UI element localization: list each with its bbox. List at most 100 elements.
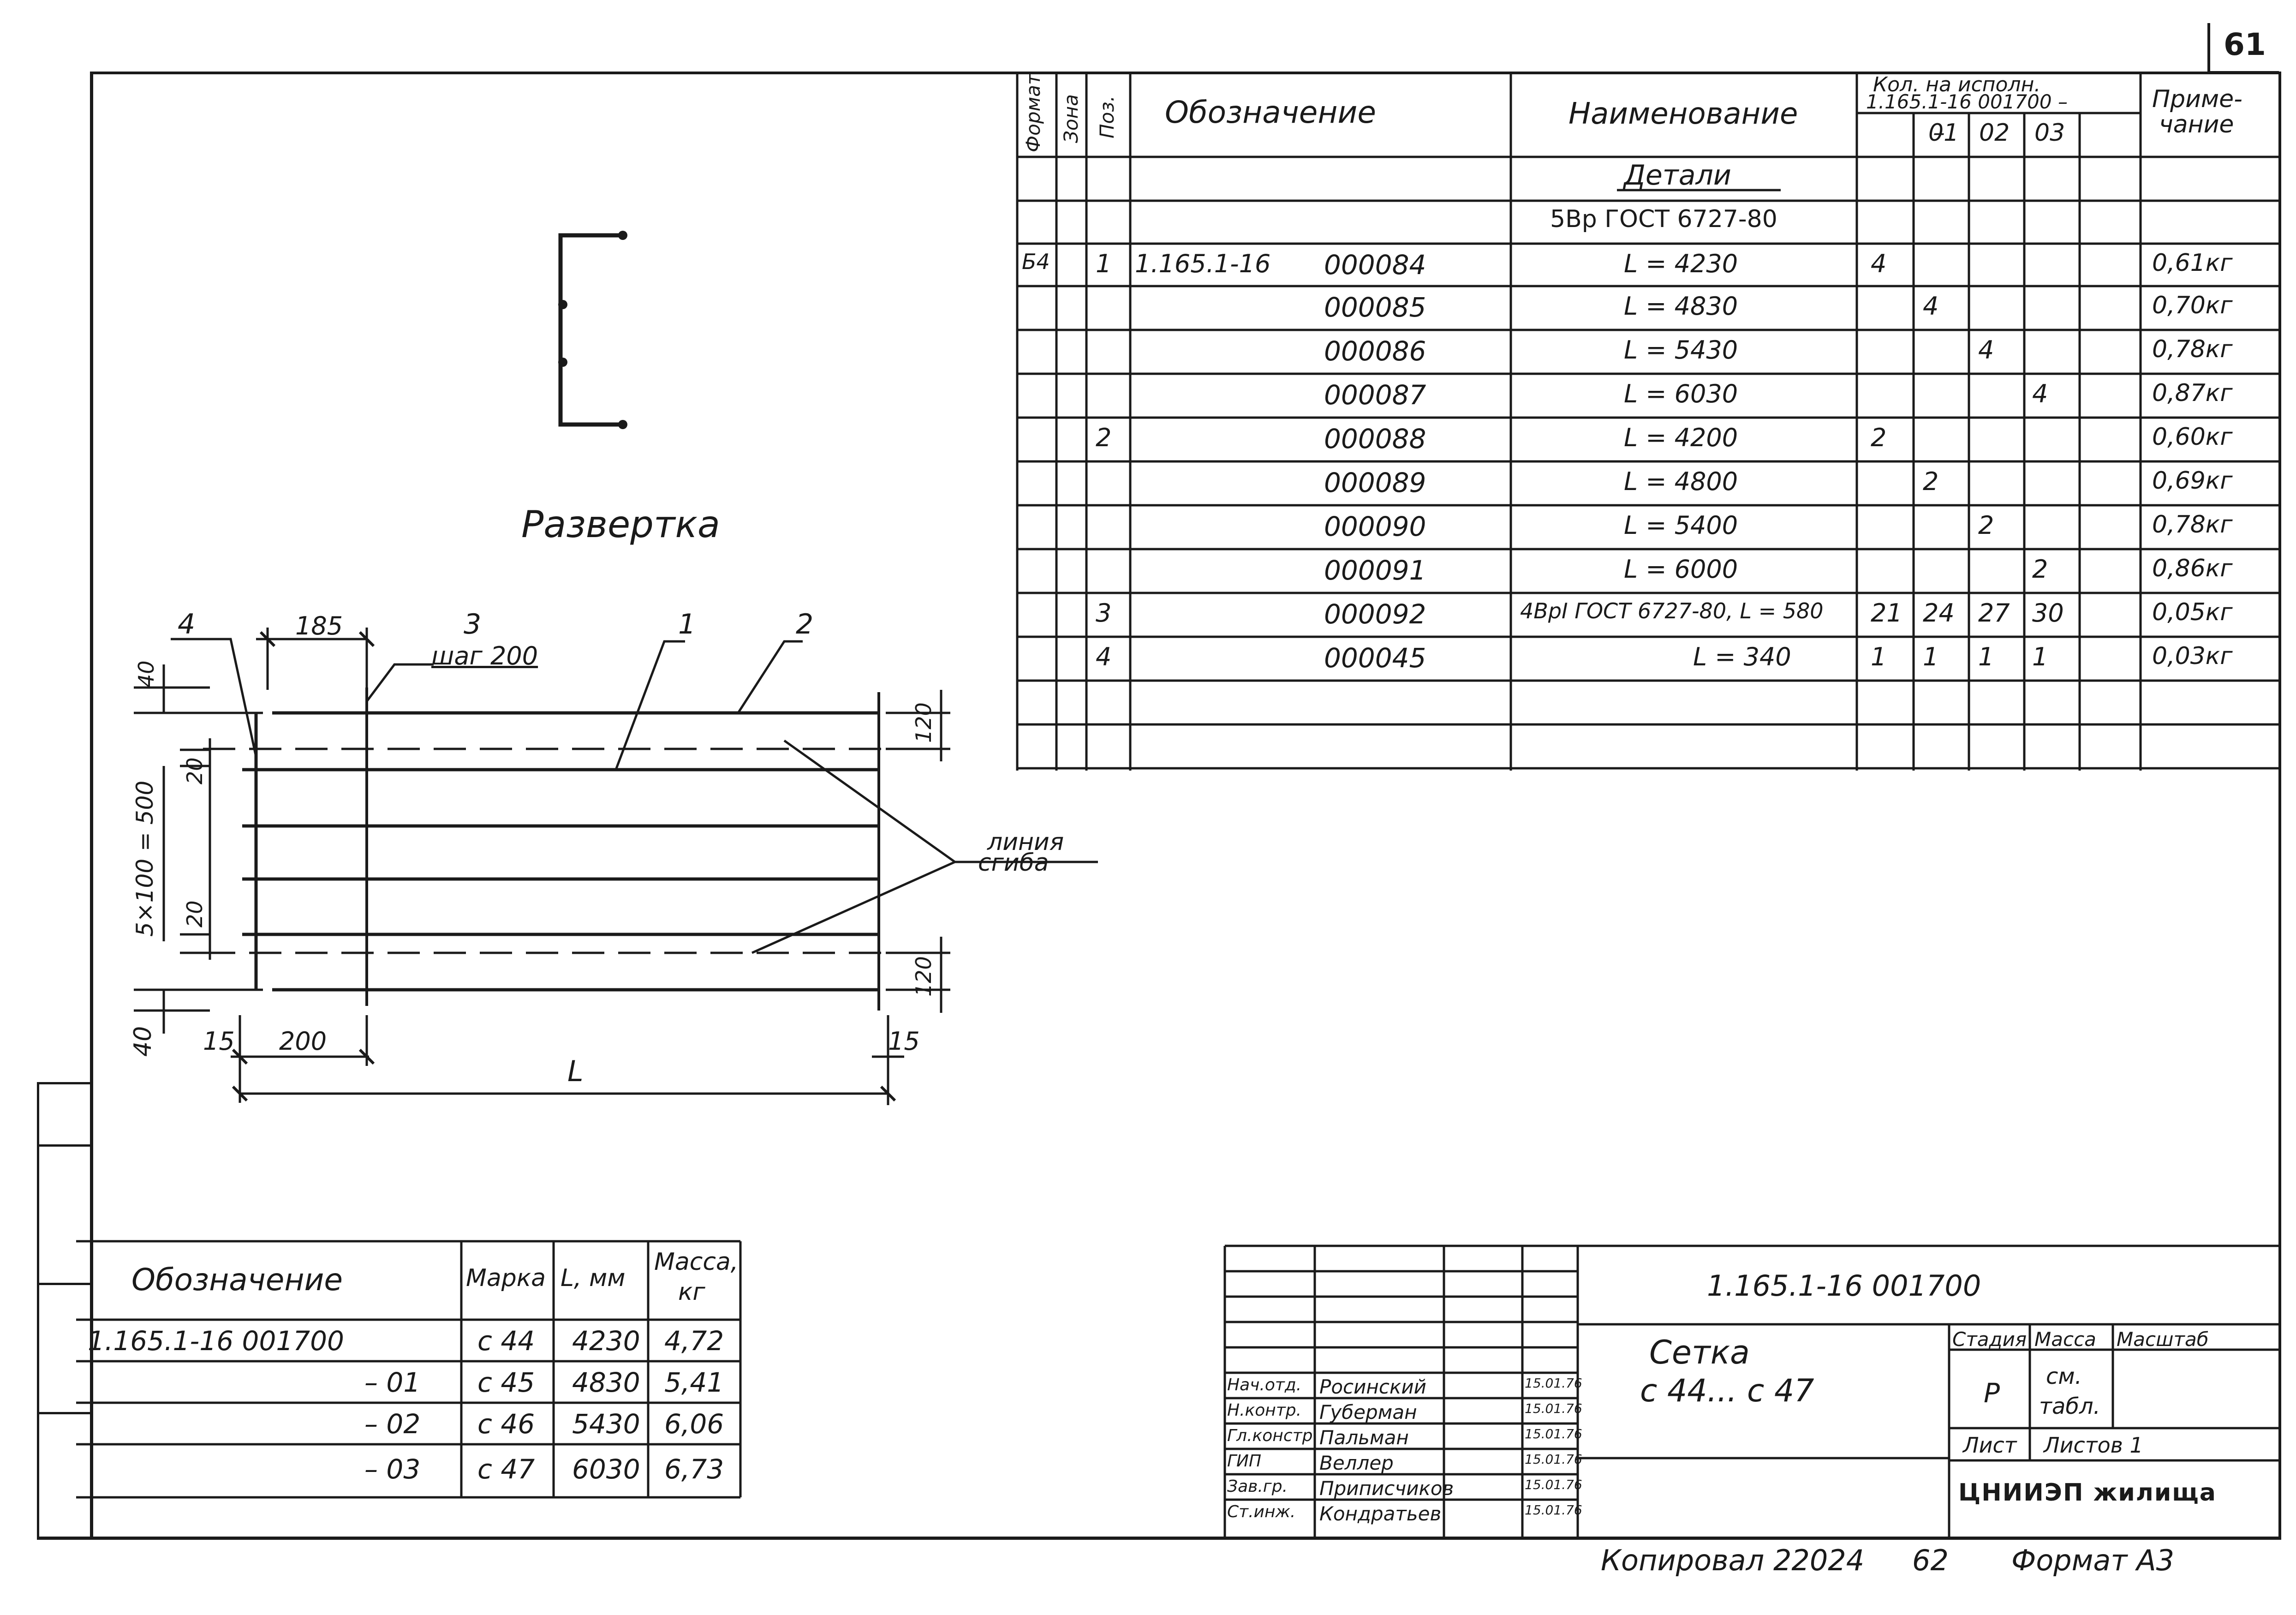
margin-divider — [37, 1283, 90, 1285]
spec-cell-name: L = 6000 — [1624, 555, 1738, 584]
spec-cell-q1: 4 — [1923, 292, 1939, 321]
frame-bottom-line — [37, 1537, 2281, 1540]
spec-cell-q2: 27 — [1978, 598, 2010, 628]
spec-cell-pos: 2 — [1096, 423, 1112, 452]
header-qty-col: 02 — [1979, 119, 2010, 147]
mark-cell-designation: – 01 — [364, 1367, 421, 1398]
spec-cell-name: L = 340 — [1693, 642, 1791, 671]
spec-cell-note: 0,60кг — [2152, 423, 2233, 451]
format-label: Формат А3 — [2011, 1543, 2175, 1577]
spec-cell-q3: 4 — [2032, 379, 2048, 408]
mark-cell-length: 6030 — [572, 1454, 640, 1485]
spec-cell-q0: 21 — [1871, 598, 1902, 628]
dim-200: 200 — [279, 1027, 327, 1056]
spec-cell-name: L = 5430 — [1624, 335, 1738, 365]
left-margin-strip — [37, 1082, 90, 1539]
spec-cell-name: L = 4200 — [1624, 423, 1738, 452]
mass-value-1: см. — [2046, 1364, 2082, 1389]
mass-value-2: табл. — [2039, 1394, 2100, 1419]
spec-cell-q1: 2 — [1923, 467, 1939, 496]
signature-name: Губерман — [1319, 1401, 1417, 1424]
mark-table-grid — [76, 1240, 742, 1499]
spec-cell-note: 0,78кг — [2152, 511, 2233, 538]
pitch-label: шаг 200 — [431, 641, 538, 670]
signature-date: 15.01.76 — [1525, 1477, 1582, 1492]
scale-label: Масштаб — [2117, 1328, 2209, 1351]
signature-role: Ст.инж. — [1227, 1502, 1296, 1521]
spec-cell-code: 000084 — [1324, 249, 1426, 281]
mark-cell-mass: 4,72 — [664, 1325, 724, 1357]
document-code: 1.165.1-16 001700 — [1707, 1269, 1981, 1303]
mark-cell-mark: с 45 — [477, 1367, 535, 1398]
title-block-grid — [1223, 1244, 2279, 1539]
spec-cell-code: 000086 — [1324, 335, 1426, 367]
header-qty-col: 01 — [1928, 119, 1959, 147]
spec-cell-name: 4ВрI ГОСТ 6727-80, L = 580 — [1520, 598, 1824, 623]
spec-cell-note: 0,69кг — [2152, 467, 2233, 495]
signature-name: Пальман — [1319, 1426, 1409, 1449]
dim-15-right: 15 — [888, 1027, 920, 1056]
mark-cell-mass: 6,73 — [664, 1454, 724, 1485]
mark-cell-length: 5430 — [572, 1408, 640, 1440]
signature-role: ГИП — [1227, 1452, 1262, 1471]
header-qty-title-1: Кол. на исполн. — [1873, 73, 2041, 96]
spec-cell-q1: 24 — [1923, 598, 1955, 628]
spec-cell-code: 000090 — [1324, 511, 1426, 542]
spec-cell-q2: 4 — [1978, 335, 1994, 365]
signature-date: 15.01.76 — [1525, 1452, 1582, 1467]
spec-table-grid — [1016, 72, 2279, 771]
spec-cell-code: 000088 — [1324, 423, 1426, 455]
spec-cell-q0: 4 — [1871, 249, 1887, 278]
signature-date: 15.01.76 — [1525, 1401, 1582, 1416]
mark-cell-length: 4230 — [572, 1325, 640, 1357]
signature-role: Нач.отд. — [1227, 1376, 1302, 1394]
spec-cell-q2: 1 — [1978, 642, 1994, 671]
signature-role: Зав.гр. — [1227, 1477, 1288, 1496]
material-spec: 5Вр ГОСТ 6727-80 — [1550, 205, 1777, 233]
mark-cell-length: 4830 — [572, 1367, 640, 1398]
spec-cell-code: 000087 — [1324, 379, 1426, 411]
mark-header-mass-1: Масса, — [654, 1248, 739, 1276]
copied-page: 62 — [1912, 1543, 1949, 1577]
mass-label: Масса — [2034, 1328, 2096, 1351]
spec-cell-note: 0,70кг — [2152, 292, 2233, 319]
spec-cell-q3: 1 — [2032, 642, 2048, 671]
callout-pos-3: 3 — [464, 608, 482, 640]
bend-line-label-2: сгиба — [978, 849, 1049, 877]
spec-cell-pos: 3 — [1096, 598, 1112, 628]
section-title: Детали — [1624, 159, 1731, 191]
spec-cell-code: 000045 — [1324, 642, 1426, 674]
product-name-1: Сетка — [1649, 1334, 1750, 1371]
spec-cell-q3: 2 — [2032, 555, 2048, 584]
signature-date: 15.01.76 — [1525, 1426, 1582, 1442]
spec-cell-note: 0,86кг — [2152, 555, 2233, 582]
dim-15-left: 15 — [203, 1027, 235, 1056]
spec-cell-format: Б4 — [1022, 249, 1050, 274]
mark-header-mark: Марка — [466, 1264, 546, 1292]
spec-cell-name: L = 5400 — [1624, 511, 1738, 540]
spec-cell-q1: 1 — [1923, 642, 1939, 671]
mark-header-length: L, мм — [561, 1264, 626, 1292]
spec-cell-name: L = 4230 — [1624, 249, 1738, 278]
mark-cell-mark: с 47 — [477, 1454, 535, 1485]
spec-cell-code: 000085 — [1324, 292, 1426, 323]
mark-cell-designation: – 02 — [364, 1408, 421, 1440]
header-qty-col: 03 — [2034, 119, 2065, 147]
dim-length: L — [567, 1054, 584, 1088]
signature-name: Кондратьев — [1319, 1502, 1442, 1525]
spec-cell-note: 0,03кг — [2152, 642, 2233, 670]
spec-cell-code: 000092 — [1324, 598, 1426, 630]
callout-pos-1: 1 — [678, 608, 696, 640]
copied-by: Копировал 22024 — [1601, 1543, 1865, 1577]
spec-cell-q0: 2 — [1871, 423, 1887, 452]
header-name: Наименование — [1568, 97, 1798, 131]
spec-cell-note: 0,61кг — [2152, 249, 2233, 277]
sheets-label: Листов 1 — [2044, 1433, 2143, 1458]
sheet-label: Лист — [1963, 1433, 2017, 1458]
stage-label: Стадия — [1952, 1328, 2027, 1351]
spec-cell-q0: 1 — [1871, 642, 1887, 671]
signature-role: Н.контр. — [1227, 1401, 1302, 1420]
mark-header-mass-2: кг — [678, 1278, 705, 1306]
spec-cell-q2: 2 — [1978, 511, 1994, 540]
spec-cell-name: L = 6030 — [1624, 379, 1738, 408]
